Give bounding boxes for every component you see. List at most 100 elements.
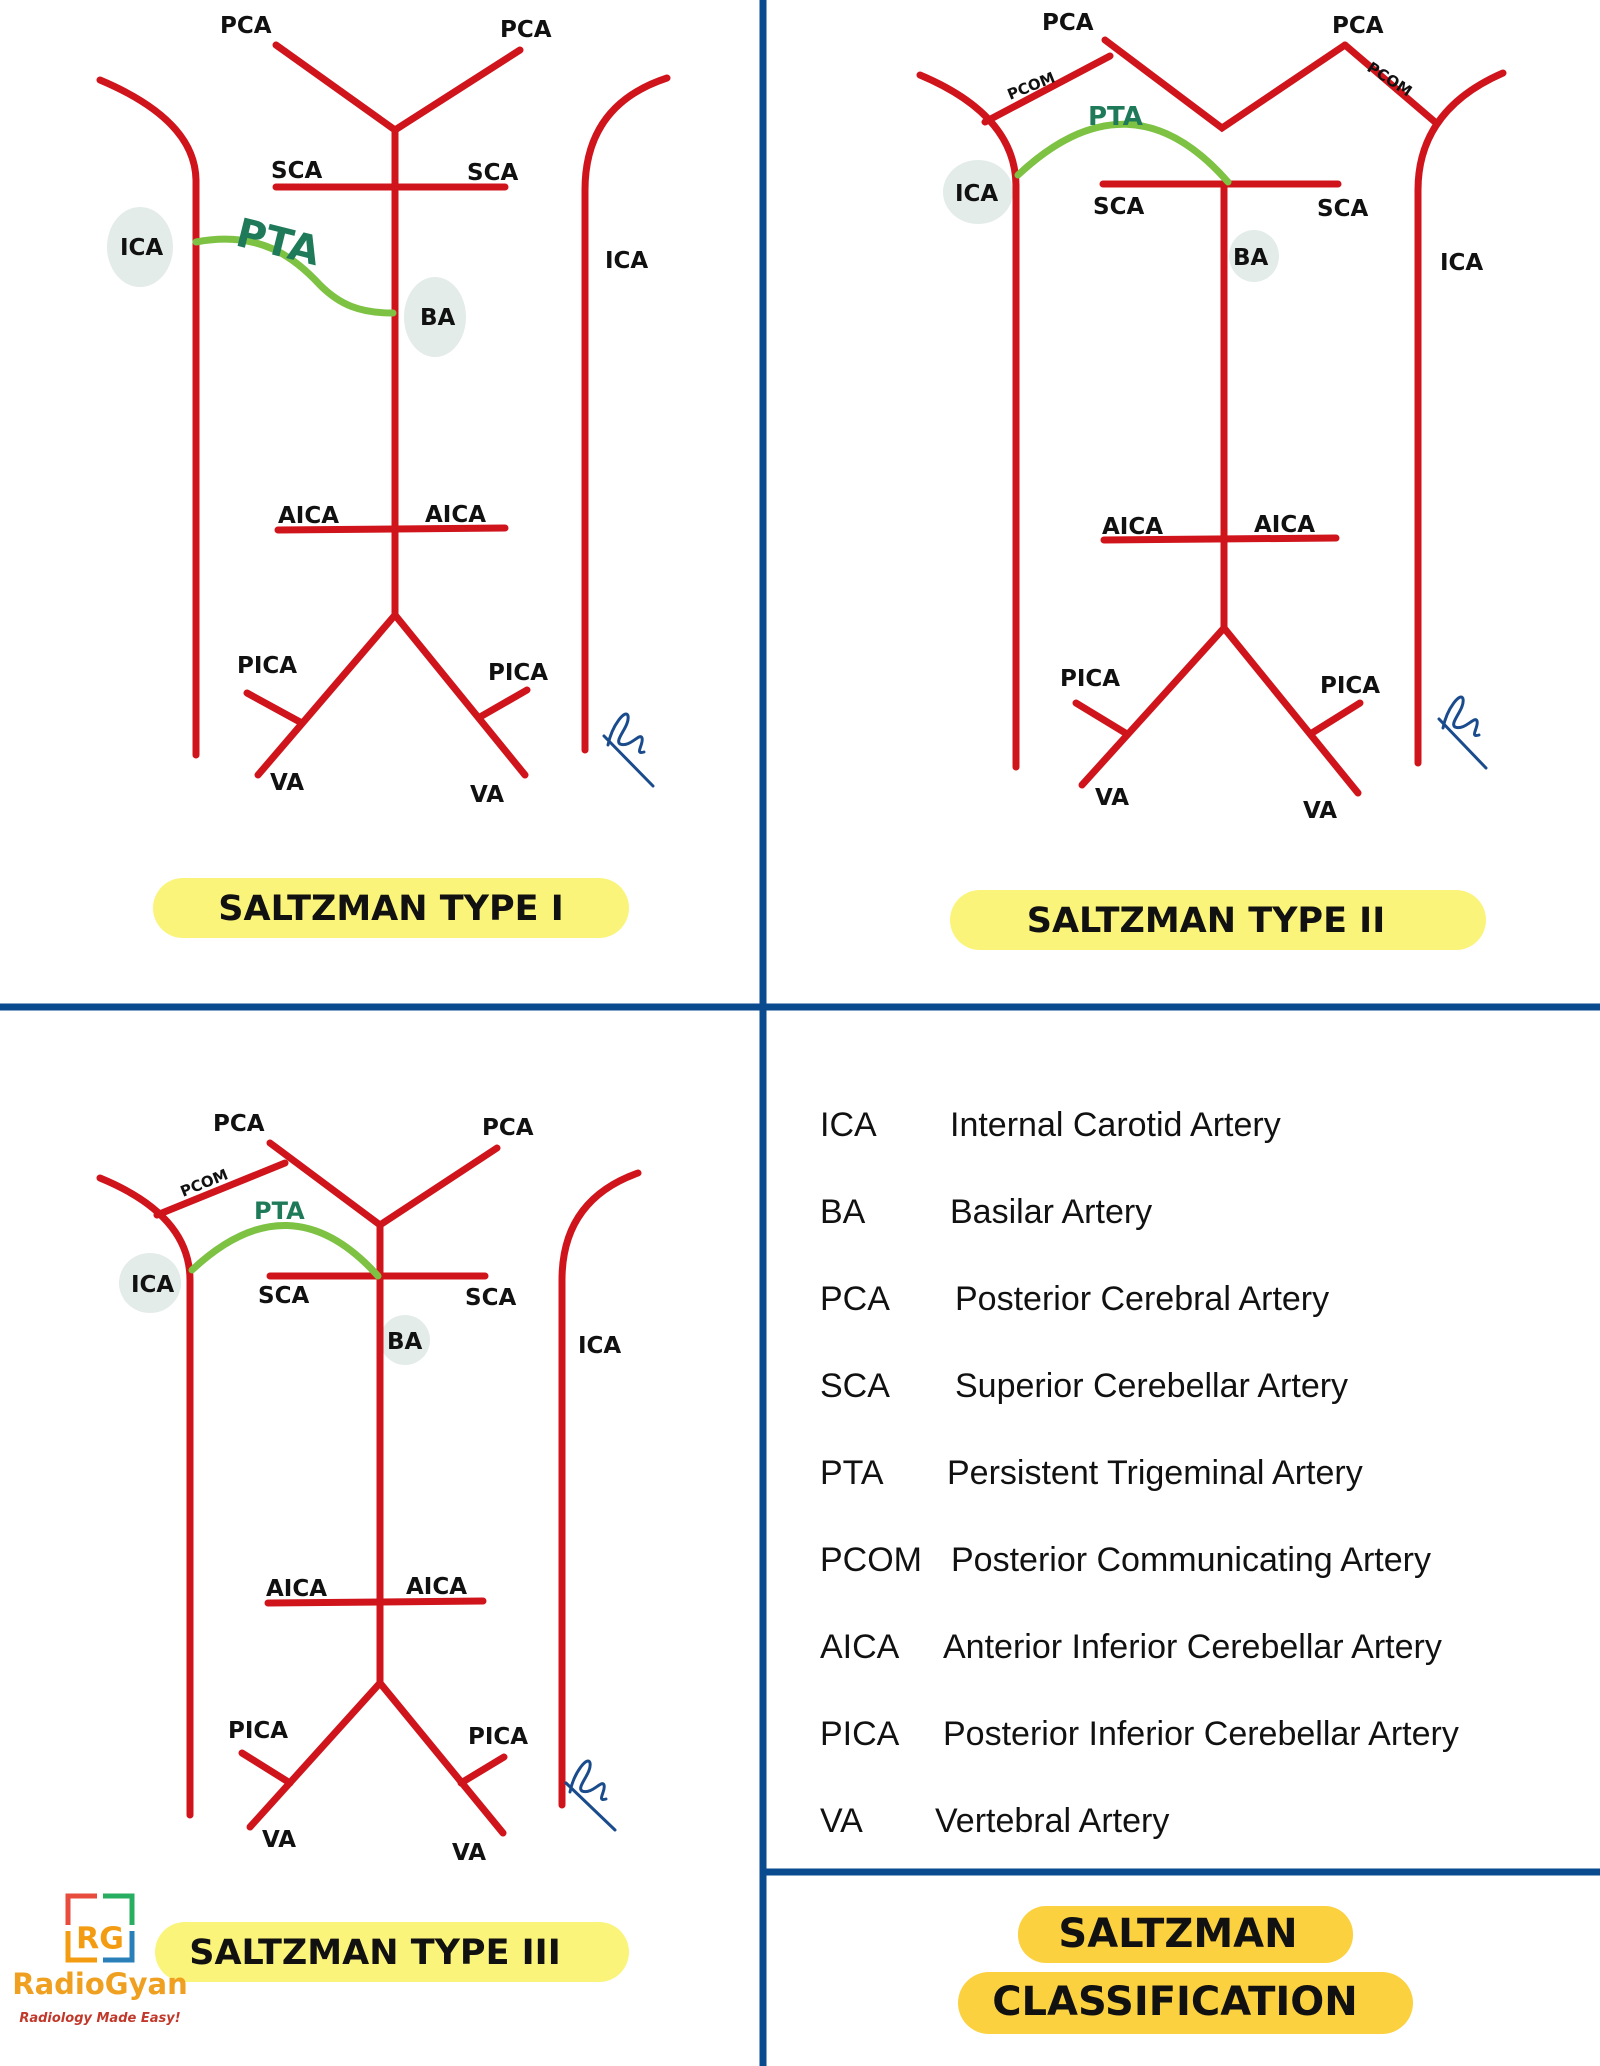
type2-arteries — [916, 36, 1507, 797]
legend-item: PCOM Posterior Communicating Artery — [820, 1541, 1431, 1579]
left-ica-vessel — [96, 1174, 194, 1819]
rg-logo-icon — [65, 1893, 135, 1963]
title-banner-line-1 — [1018, 1906, 1353, 1963]
aica-vessel — [1100, 534, 1340, 544]
right-pca-vessel — [376, 1144, 501, 1229]
ica-bubble — [107, 207, 173, 287]
label-ica-left: ICA — [955, 181, 998, 207]
label-va-left: VA — [1095, 785, 1129, 811]
label-ica-right: ICA — [605, 248, 648, 274]
pca-vessel — [1101, 36, 1349, 133]
label-sca-left: SCA — [271, 158, 322, 184]
label-ica-left: ICA — [131, 1272, 174, 1298]
left-pica-vessel — [238, 1749, 294, 1787]
left-pcom-vessel — [981, 52, 1114, 126]
logo-name: RadioGyan — [12, 1967, 187, 2001]
label-ica-left: ICA — [120, 235, 163, 261]
ica-bubble — [119, 1253, 181, 1313]
signature-mark — [1437, 695, 1488, 770]
ba-bubble — [1229, 230, 1279, 282]
label-pica-right: PICA — [488, 660, 548, 686]
left-va-vessel — [1078, 624, 1228, 789]
right-pica-vessel — [457, 1753, 508, 1787]
left-va-vessel — [246, 1679, 384, 1831]
left-va-vessel — [254, 611, 399, 779]
label-aica-right: AICA — [1254, 512, 1315, 538]
panel-type-3: PCA PCA PCOM PTA ICA ICA SCA SCA BA AICA… — [96, 1111, 642, 1982]
legend-item: ICA Internal Carotid Artery — [820, 1106, 1281, 1144]
label-va-left: VA — [262, 1827, 296, 1853]
label-pta: PTA — [1088, 102, 1143, 132]
label-pta: PTA — [254, 1197, 305, 1225]
label-pca-right: PCA — [482, 1115, 534, 1141]
pta-vessel — [192, 235, 397, 317]
left-pica-vessel — [243, 689, 304, 726]
label-pica-left: PICA — [228, 1718, 288, 1744]
label-pica-left: PICA — [1060, 666, 1120, 692]
legend-item: BA Basilar Artery — [820, 1193, 1152, 1231]
right-va-vessel — [1220, 624, 1362, 797]
abbreviation-legend: ICA Internal Carotid Artery BA Basilar A… — [820, 1106, 1459, 1840]
type1-arteries — [96, 41, 671, 779]
banner-type-3 — [155, 1922, 629, 1982]
label-pca-left: PCA — [220, 13, 272, 39]
label-va-right: VA — [452, 1840, 486, 1866]
label-va-right: VA — [470, 782, 504, 808]
label-aica-left: AICA — [266, 1576, 327, 1602]
ba-bubble — [380, 1315, 430, 1365]
title-line-1: SALTZMAN — [1058, 1911, 1297, 1957]
ba-bubble — [404, 277, 466, 357]
label-pca-left: PCA — [213, 1111, 265, 1137]
label-ba: BA — [1233, 245, 1269, 271]
label-pica-right: PICA — [1320, 673, 1380, 699]
left-pca-vessel — [272, 41, 399, 134]
label-sca-left: SCA — [258, 1283, 309, 1309]
legend-desc: Persistent Trigeminal Artery — [947, 1454, 1363, 1492]
legend-item: SCA Superior Cerebellar Artery — [820, 1367, 1348, 1405]
pta-vessel — [188, 1222, 382, 1280]
label-ba: BA — [420, 305, 456, 331]
label-ba: BA — [387, 1329, 423, 1355]
label-ica-right: ICA — [578, 1333, 621, 1359]
label-sca-right: SCA — [1317, 196, 1368, 222]
panel-type-2: PCA PCA PCOM PCOM PTA ICA ICA SCA SCA BA… — [916, 10, 1507, 950]
banner-type-2-text: SALTZMAN TYPE II — [1027, 901, 1385, 941]
right-pcom-vessel — [1341, 41, 1439, 126]
legend-abbr: PICA — [820, 1715, 900, 1753]
right-pca-vessel — [391, 46, 524, 134]
label-pca-left: PCA — [1042, 10, 1094, 36]
label-sca-right: SCA — [467, 160, 518, 186]
legend-abbr: PCA — [820, 1280, 890, 1318]
label-pta: PTA — [232, 210, 325, 275]
legend-abbr: AICA — [820, 1628, 900, 1666]
right-ica-vessel — [558, 1169, 642, 1809]
signature-mark — [564, 1759, 617, 1832]
panel-type-1: PCA PCA SCA SCA ICA ICA PTA BA AICA AICA… — [96, 13, 671, 938]
banner-type-3-text: SALTZMAN TYPE III — [189, 1933, 560, 1973]
banner-type-2 — [950, 890, 1486, 950]
pcom-vessel — [153, 1159, 289, 1219]
label-va-right: VA — [1303, 798, 1337, 824]
legend-abbr: PTA — [820, 1454, 884, 1492]
label-pica-right: PICA — [468, 1724, 528, 1750]
logo-letters: RG — [76, 1922, 124, 1957]
right-ica-vessel — [581, 74, 671, 754]
banner-type-1-text: SALTZMAN TYPE I — [218, 889, 563, 929]
type3-arteries — [96, 1139, 642, 1837]
aica-vessel — [264, 1597, 487, 1607]
label-va-left: VA — [270, 770, 304, 796]
label-pica-left: PICA — [237, 653, 297, 679]
legend-desc: Posterior Cerebral Artery — [955, 1280, 1329, 1318]
left-pca-vessel — [266, 1139, 384, 1229]
legend-item: VA Vertebral Artery — [820, 1802, 1169, 1840]
right-va-vessel — [376, 1679, 507, 1837]
legend-desc: Superior Cerebellar Artery — [955, 1367, 1348, 1405]
legend-abbr: ICA — [820, 1106, 877, 1144]
ica-bubble — [943, 160, 1013, 224]
label-sca-right: SCA — [465, 1285, 516, 1311]
legend-abbr: VA — [820, 1802, 863, 1840]
legend-abbr: PCOM — [820, 1541, 922, 1579]
legend-item: AICA Anterior Inferior Cerebellar Artery — [820, 1628, 1442, 1666]
